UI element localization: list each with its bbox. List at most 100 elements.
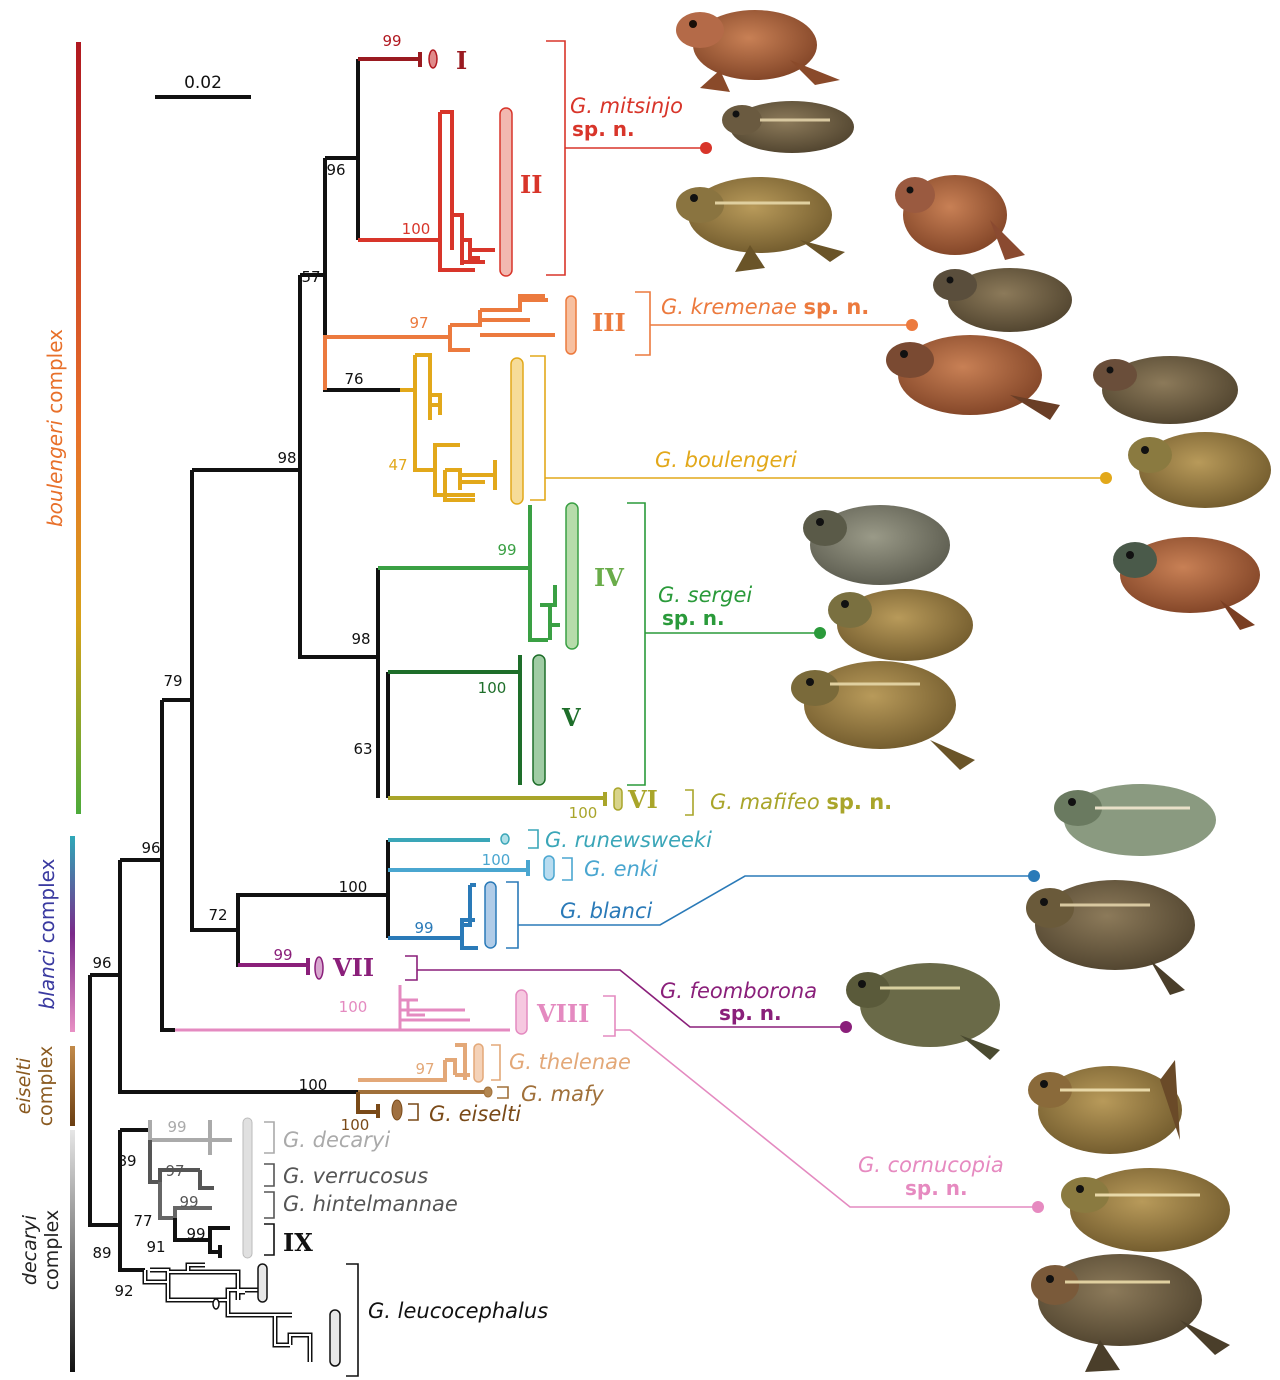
mafy-name: G. mafy xyxy=(521,1082,604,1106)
feomborona-bracket xyxy=(405,956,417,980)
support-value: 97 xyxy=(409,314,428,332)
blanci-complex-bar xyxy=(70,836,75,1032)
eiselti-bracket xyxy=(408,1104,418,1120)
support-value: 100 xyxy=(299,1076,328,1094)
scale-bar: 0.02 xyxy=(155,73,251,97)
decaryi-group-ellipse xyxy=(243,1118,252,1258)
clade-VII-ellipse xyxy=(315,957,323,979)
support-value: 57 xyxy=(301,268,320,286)
blanci-ellipse xyxy=(485,882,496,948)
feomborona-name: G. feomborona xyxy=(660,979,817,1003)
mitsinjo-sp: sp. n. xyxy=(572,117,635,141)
support-value: 96 xyxy=(92,954,111,972)
frog-photo-cornucopia-1 xyxy=(1028,1060,1182,1154)
cornucopia-name: G. cornucopia xyxy=(858,1153,1004,1177)
clade-II-branches xyxy=(358,112,495,270)
frog-photo-kremenae-2 xyxy=(933,268,1072,332)
frog-photo-mitsinjo-2 xyxy=(722,101,854,153)
frog-photo-mitsinjo-1 xyxy=(676,10,840,92)
verrucosus-bracket xyxy=(264,1164,274,1186)
sergei-name: G. sergei xyxy=(658,583,752,607)
frog-photo-blanci-2 xyxy=(1026,880,1195,995)
cornucopia-bracket xyxy=(603,996,615,1036)
support-value: 91 xyxy=(146,1238,165,1256)
kremenae-bracket xyxy=(635,292,650,355)
mitsinjo-dot xyxy=(700,142,712,154)
support-value: 63 xyxy=(353,740,372,758)
boulengeri-dot xyxy=(1100,472,1112,484)
support-value: 77 xyxy=(133,1212,152,1230)
support-value: 96 xyxy=(141,839,160,857)
enki-name: G. enki xyxy=(584,857,658,881)
decaryi-branches xyxy=(150,1120,232,1155)
mafy-ellipse xyxy=(484,1087,492,1097)
clade-IV-ellipse xyxy=(566,503,578,649)
support-value: 47 xyxy=(388,456,407,474)
support-value: 99 xyxy=(186,1225,205,1243)
mafifeo-bracket xyxy=(685,790,693,815)
clade-label-I: I xyxy=(456,46,467,75)
enki-bracket xyxy=(562,858,572,880)
support-value: 79 xyxy=(163,672,182,690)
support-value: 89 xyxy=(117,1152,136,1170)
support-value: 100 xyxy=(339,878,368,896)
support-value: 72 xyxy=(208,906,227,924)
support-value: 100 xyxy=(569,804,598,822)
frog-photo-sergei-2 xyxy=(828,589,973,661)
clade-VI-ellipse xyxy=(614,788,622,810)
tree-backbone xyxy=(90,59,400,1270)
boulengeri-ellipse xyxy=(511,358,523,504)
blanci-bracket xyxy=(506,882,518,948)
boulengeri-complex-label: boulengeri complex xyxy=(43,329,67,527)
support-value: 100 xyxy=(482,851,511,869)
support-value: 99 xyxy=(179,1193,198,1211)
support-value: 99 xyxy=(497,541,516,559)
hintelmannae-name: G. hintelmannae xyxy=(283,1192,458,1216)
thelenae-bracket xyxy=(491,1045,500,1080)
decaryi-bracket xyxy=(264,1122,274,1153)
cornucopia-dot xyxy=(1032,1201,1044,1213)
clade-II-ellipse xyxy=(500,108,512,276)
clade-V-ellipse xyxy=(533,655,545,785)
support-value: 98 xyxy=(351,630,370,648)
blanci-branches xyxy=(388,885,478,948)
clade-label-IV: IV xyxy=(594,563,624,592)
support-value: 97 xyxy=(165,1162,184,1180)
scale-bar-label: 0.02 xyxy=(184,73,222,93)
frog-photo-cornucopia-2 xyxy=(1061,1168,1230,1252)
clade-label-V: V xyxy=(561,703,581,732)
frog-photo-boulengeri-1 xyxy=(1093,356,1238,424)
clade-V-branches xyxy=(388,655,520,785)
feomborona-sp: sp. n. xyxy=(719,1001,782,1025)
clade-I-ellipse xyxy=(429,50,437,68)
blanci-complex-label: blanci complex xyxy=(35,858,59,1009)
leucocephalus-bracket xyxy=(346,1264,358,1376)
frog-photo-sergei-1 xyxy=(803,505,950,585)
boulengeri-name: G. boulengeri xyxy=(655,448,797,472)
support-value: 99 xyxy=(167,1118,186,1136)
hintelmannae-bracket xyxy=(264,1192,274,1218)
clade-VIII-ellipse xyxy=(516,990,527,1034)
frog-photo-sergei-3 xyxy=(791,661,975,770)
eiselti-complex-label-1: eiselti xyxy=(13,1057,35,1114)
mitsinjo-name: G. mitsinjo xyxy=(570,94,683,118)
mafy-bracket xyxy=(497,1087,508,1098)
support-value: 99 xyxy=(382,32,401,50)
clade-label-VII: VII xyxy=(332,953,374,982)
mafifeo-label: G. mafifeo sp. n. xyxy=(710,790,892,814)
support-value: 97 xyxy=(415,1060,434,1078)
support-value: 96 xyxy=(326,161,345,179)
clade-label-II: II xyxy=(520,170,542,199)
thelenae-name: G. thelenae xyxy=(509,1050,631,1074)
eiselti-name: G. eiselti xyxy=(429,1102,521,1126)
cornucopia-connector xyxy=(615,1030,1038,1207)
blanci-dot xyxy=(1028,870,1040,882)
frog-photo-kremenae-1 xyxy=(895,175,1025,260)
eiselti-complex-label-2: complex xyxy=(35,1046,57,1127)
support-value: 89 xyxy=(92,1244,111,1262)
runewsweeki-bracket xyxy=(528,830,538,848)
decaryi-complex-label-2: complex xyxy=(41,1210,63,1291)
enki-ellipse xyxy=(544,856,554,880)
clade-numerals: I II III IV V VI VII VIII IX xyxy=(283,46,658,1257)
